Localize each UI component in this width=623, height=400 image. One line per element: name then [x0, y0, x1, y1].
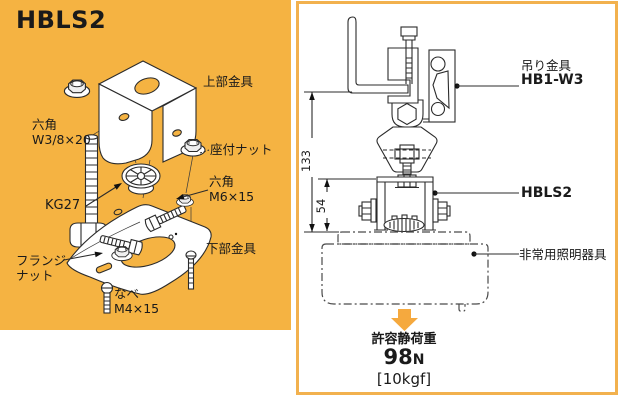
- dimension-54: [304, 178, 376, 233]
- pan-screw-label-line2: M4×15: [114, 301, 160, 316]
- hex-m6-label-line2: M6×15: [209, 189, 255, 204]
- hanging-bracket-label: 吊り金具: [521, 58, 572, 73]
- kg27-grommet-drawing: [121, 163, 161, 195]
- pan-screw-label-line1: なべ: [114, 286, 140, 301]
- hex-m6-label: 六角 M6×15: [209, 174, 254, 204]
- dimension-133-label: 133: [299, 150, 313, 172]
- upper-bracket-label: 上部金具: [203, 74, 254, 89]
- allowable-load-kgf: [10kgf]: [376, 370, 432, 388]
- hbls2-bracket-drawing: [358, 176, 451, 231]
- flange-nut-label-line1: フランジ: [16, 253, 67, 268]
- dimension-54-label: 54: [314, 198, 328, 214]
- leader-arrows: [63, 149, 210, 261]
- fixture-drawing: [321, 231, 489, 313]
- flange-nut-label-line2: ナット: [16, 268, 54, 283]
- plate-bolt-left-drawing: [99, 235, 143, 256]
- fixture-label: 非常用照明器具: [519, 247, 607, 262]
- plate-bolt-m6-drawing: [144, 205, 187, 233]
- allowable-load-block: 許容静荷重 98N [10kgf]: [344, 333, 464, 388]
- kg27-edge-drawing: [383, 214, 425, 233]
- beam-clamp-drawing: [387, 26, 419, 104]
- pan-screw-right-drawing: [185, 250, 197, 290]
- hex-bolt-label: 六角 W3/8×20: [32, 117, 91, 147]
- load-newton-number: 98: [383, 345, 413, 369]
- allowable-load-title: 許容静荷重: [371, 332, 437, 347]
- leader-fixture: [471, 251, 519, 257]
- exploded-view-drawing: [63, 60, 212, 314]
- pan-screw-m4-drawing: [100, 281, 114, 314]
- hbls2-model-label: HBLS2: [521, 185, 573, 201]
- hex-m6-label-line1: 六角: [209, 174, 235, 189]
- allowable-load-value: 98N: [344, 347, 464, 371]
- lower-bracket-label: 下部金具: [206, 241, 257, 256]
- pivot-tab-drawing: [391, 99, 424, 128]
- hanger-strap-drawing: [376, 126, 438, 173]
- hex-bolt-label-line2: W3/8×20: [32, 132, 91, 147]
- leader-hbls2: [432, 190, 519, 196]
- page-title: HBLS2: [16, 6, 107, 34]
- leader-hb1w3: [454, 83, 519, 89]
- angle-bracket-drawing: [347, 16, 409, 94]
- load-arrow-icon: [391, 309, 418, 331]
- hanging-bracket-model: HB1-W3: [521, 72, 584, 88]
- dimension-133: [304, 91, 352, 232]
- seat-nut-label: 座付ナット: [210, 142, 273, 157]
- flange-nut-label: フランジ ナット: [16, 253, 66, 283]
- kg27-label: KG27: [45, 198, 81, 213]
- load-newton-unit: N: [412, 352, 425, 368]
- clamp-plate-drawing: [423, 49, 456, 123]
- left-panel: HBLS2 上部金具 六角 W3/8×20 座付ナット KG27 六角 M6×1…: [0, 0, 291, 330]
- hex-bolt-label-line1: 六角: [32, 117, 58, 132]
- pan-screw-label: なべ M4×15: [114, 286, 159, 316]
